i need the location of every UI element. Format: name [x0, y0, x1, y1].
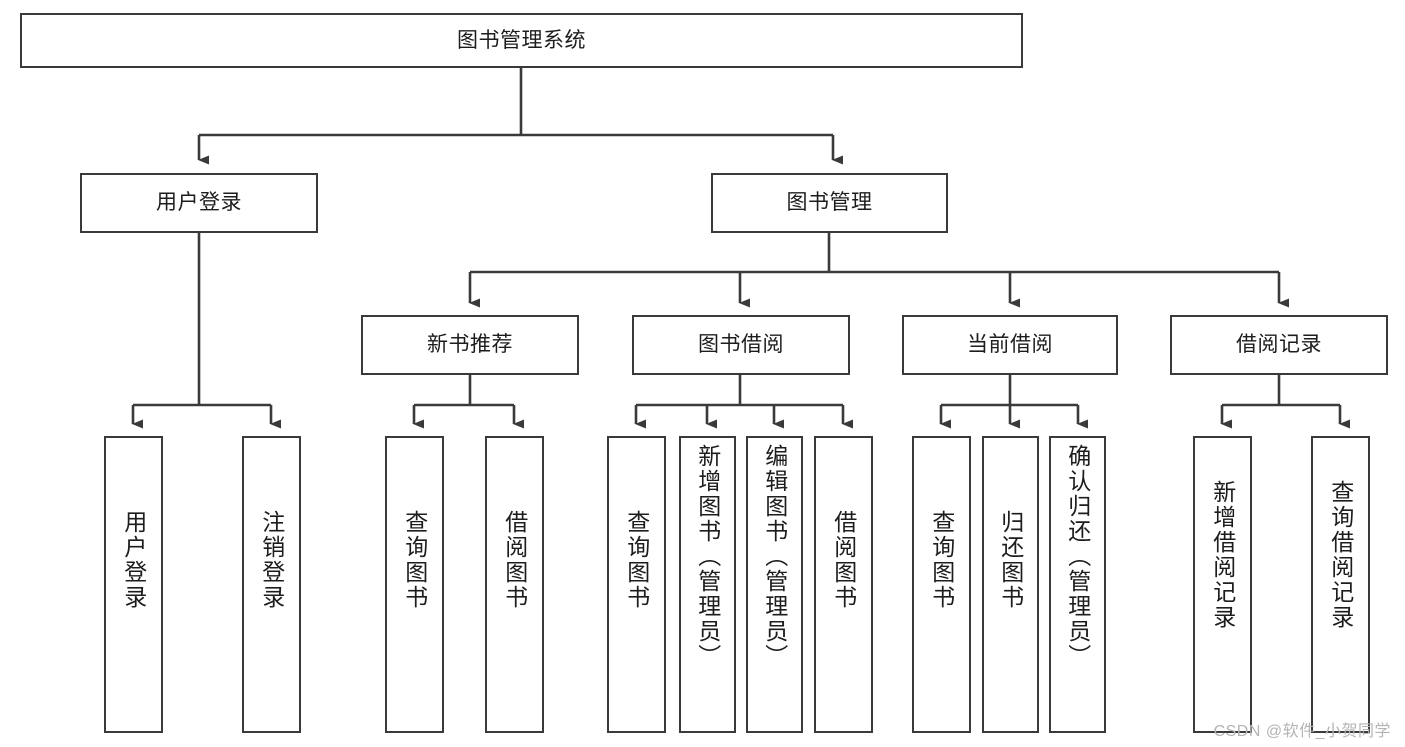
node-label: 用户登录 — [156, 191, 242, 215]
leaf-user-login[interactable]: 用户登录 — [104, 436, 163, 733]
node-label: 新增借阅记录 — [1209, 480, 1236, 630]
node-label: 图书借阅 — [698, 333, 784, 357]
node-new-book-recommendation[interactable]: 新书推荐 — [361, 315, 579, 375]
leaf-logout[interactable]: 注销登录 — [242, 436, 301, 733]
node-label: 用户登录 — [120, 510, 147, 610]
node-label: 新增图书（管理员） — [694, 444, 721, 669]
node-label: 借阅图书 — [501, 510, 528, 610]
node-label: 确认归还（管理员） — [1064, 444, 1091, 669]
node-label: 查询图书 — [928, 510, 955, 610]
leaf-return-books[interactable]: 归还图书 — [982, 436, 1039, 733]
leaf-edit-book-admin[interactable]: 编辑图书（管理员） — [746, 436, 803, 733]
node-label: 编辑图书（管理员） — [761, 444, 788, 669]
leaf-query-books-recommendation[interactable]: 查询图书 — [385, 436, 444, 733]
leaf-query-books-current[interactable]: 查询图书 — [912, 436, 971, 733]
node-label: 查询图书 — [623, 510, 650, 610]
node-borrowing-records[interactable]: 借阅记录 — [1170, 315, 1388, 375]
node-book-management[interactable]: 图书管理 — [711, 173, 948, 233]
leaf-add-book-admin[interactable]: 新增图书（管理员） — [679, 436, 736, 733]
node-label: 新书推荐 — [427, 333, 513, 357]
node-label: 借阅记录 — [1236, 333, 1322, 357]
leaf-query-books-borrowing[interactable]: 查询图书 — [607, 436, 666, 733]
node-label: 当前借阅 — [967, 333, 1053, 357]
node-label: 借阅图书 — [830, 510, 857, 610]
leaf-query-borrowing-record[interactable]: 查询借阅记录 — [1311, 436, 1370, 733]
leaf-confirm-return-admin[interactable]: 确认归还（管理员） — [1049, 436, 1106, 733]
node-label: 查询图书 — [401, 510, 428, 610]
node-label: 注销登录 — [258, 510, 285, 610]
leaf-borrow-books-borrowing[interactable]: 借阅图书 — [814, 436, 873, 733]
node-label: 图书管理 — [786, 191, 873, 215]
node-label: 图书管理系统 — [457, 28, 586, 52]
leaf-add-borrowing-record[interactable]: 新增借阅记录 — [1193, 436, 1252, 733]
node-book-management-system[interactable]: 图书管理系统 — [20, 13, 1023, 68]
node-book-borrowing[interactable]: 图书借阅 — [632, 315, 850, 375]
node-current-borrowing[interactable]: 当前借阅 — [902, 315, 1118, 375]
node-label: 查询借阅记录 — [1327, 480, 1354, 630]
leaf-borrow-books-recommendation[interactable]: 借阅图书 — [485, 436, 544, 733]
node-label: 归还图书 — [997, 510, 1024, 610]
node-user-login[interactable]: 用户登录 — [80, 173, 318, 233]
